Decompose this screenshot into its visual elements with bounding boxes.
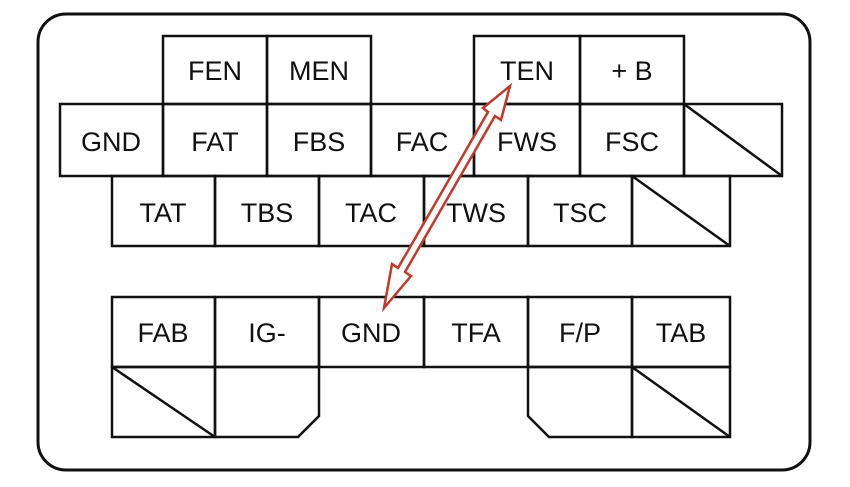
pin-label: F/P	[559, 318, 601, 348]
pin-fat: FAT	[161, 102, 269, 178]
pin-tfa: TFA	[422, 295, 530, 369]
pin-blank-row3	[630, 174, 732, 248]
unused-pin-mark	[631, 365, 731, 439]
lower-row-1: FAB IG- GND TFA F/P TAB	[110, 295, 732, 369]
pin-f-p: F/P	[526, 295, 634, 369]
pin-blank-lower-right	[630, 365, 732, 439]
pin-label: FEN	[188, 56, 242, 86]
pin-label: TFA	[451, 318, 501, 348]
pin-fen: FEN	[161, 34, 269, 106]
pin-label: FAB	[137, 318, 188, 348]
pin-b-plus: + B	[578, 34, 686, 106]
pin-label: FWS	[497, 127, 557, 157]
pin-label: IG-	[248, 318, 286, 348]
pin-tsc: TSC	[526, 174, 634, 248]
pin-tbs: TBS	[213, 174, 321, 248]
pin-men: MEN	[265, 34, 373, 106]
lower-row-2	[110, 365, 732, 439]
pin-label: + B	[611, 56, 652, 86]
pin-label: FBS	[293, 127, 346, 157]
upper-row-1: FEN MEN TEN + B	[161, 34, 686, 106]
unused-pin-mark	[111, 365, 216, 439]
pin-tab: TAB	[630, 295, 732, 369]
connector-housing	[36, 12, 812, 472]
pin-label: TBS	[241, 198, 294, 228]
pin-label: TWS	[446, 198, 506, 228]
pin-label: TEN	[500, 56, 554, 86]
pin-fbs: FBS	[265, 102, 373, 178]
pin-ten: TEN	[472, 34, 582, 106]
pin-label: FSC	[605, 127, 659, 157]
pin-blank-lower-left-2	[213, 365, 321, 439]
pin-label: TAT	[140, 198, 187, 228]
pin-gnd-upper: GND	[58, 102, 165, 178]
pin-label: TAC	[345, 198, 397, 228]
unused-pin-mark	[683, 102, 783, 178]
pin-label: TAB	[656, 318, 707, 348]
pin-blank-lower-left	[110, 365, 217, 439]
upper-row-2: GND FAT FBS FAC FWS FSC	[58, 102, 784, 178]
pin-label: TSC	[553, 198, 607, 228]
pin-label: FAT	[191, 127, 239, 157]
pin-tat: TAT	[110, 174, 217, 248]
upper-row-3: TAT TBS TAC TWS TSC	[110, 174, 732, 248]
jumper-arrow	[381, 82, 513, 313]
pin-gnd-lower: GND	[317, 295, 426, 369]
pin-label: GND	[81, 127, 141, 157]
pin-label: MEN	[289, 56, 349, 86]
unused-pin-mark	[631, 174, 731, 248]
pin-label: FAC	[396, 127, 449, 157]
pin-blank-lower-right-2	[526, 365, 634, 439]
pin-fsc: FSC	[578, 102, 686, 178]
pin-ig-minus: IG-	[213, 295, 321, 369]
pin-blank-row2	[682, 102, 784, 178]
pin-tws: TWS	[422, 174, 530, 248]
pin-tac: TAC	[317, 174, 426, 248]
pin-fab: FAB	[110, 295, 217, 369]
pin-label: GND	[341, 318, 401, 348]
